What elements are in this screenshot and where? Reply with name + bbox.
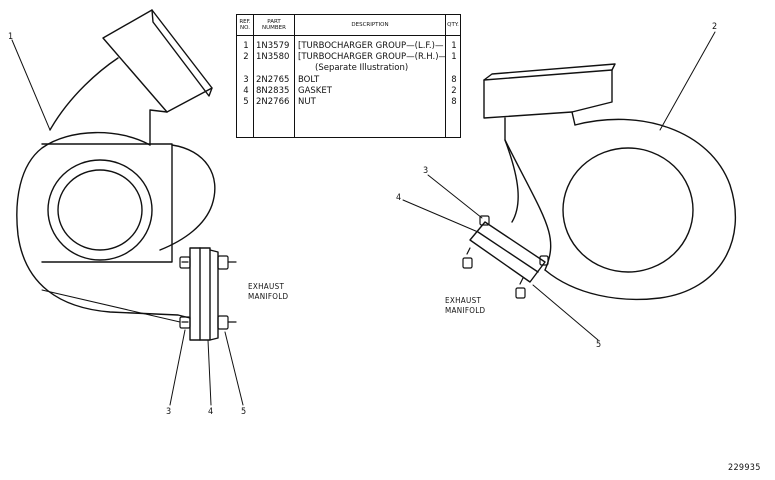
callout-4-left: 4 — [208, 407, 214, 417]
header-description: DESCRIPTION — [295, 15, 445, 36]
left-outlet-flange — [102, 9, 213, 113]
right-leader-lines — [402, 31, 716, 341]
right-bolt-right — [539, 255, 549, 266]
table-row: 3 2N2765 BOLT 8 — [243, 75, 457, 85]
callout-1: 1 — [8, 32, 14, 42]
right-volute-housing — [544, 118, 737, 301]
illustration-number: 229935 — [728, 463, 761, 473]
callout-4-right: 4 — [396, 193, 402, 203]
header-ref-no: REF.NO. — [237, 15, 253, 36]
callout-3-right: 3 — [423, 166, 429, 176]
callout-5-left: 5 — [241, 407, 247, 417]
callout-2: 2 — [712, 22, 718, 32]
right-bolt-top — [479, 215, 490, 226]
exhaust-manifold-label-right: EXHAUST MANIFOLD — [445, 296, 486, 315]
table-row: 2 1N3580 [TURBOCHARGER GROUP—(R.H.)— 1 — [243, 52, 457, 62]
left-nut-bottom — [217, 315, 237, 330]
left-outlet-duct — [49, 57, 119, 131]
left-nut-top — [217, 255, 237, 270]
exhaust-manifold-label-left: EXHAUST MANIFOLD — [248, 282, 289, 301]
table-row: 1 1N3579 [TURBOCHARGER GROUP—(L.F.)— 1 — [243, 41, 457, 51]
table-row: 5 2N2766 NUT 8 — [243, 97, 457, 107]
right-gasket — [477, 231, 539, 273]
table-row: (Separate Illustration) — [315, 63, 409, 73]
left-turbocharger — [16, 9, 237, 341]
left-bolt-top — [179, 256, 191, 269]
right-outlet-duct — [504, 117, 519, 223]
table-row: 4 8N2835 GASKET 2 — [243, 86, 457, 96]
right-turbocharger — [462, 63, 737, 301]
header-qty: QTY. — [446, 15, 460, 36]
right-nut-left — [462, 247, 473, 269]
right-exhaust-flange — [469, 221, 546, 283]
left-wheel-inner-ring — [57, 169, 143, 251]
right-nut-bottom — [515, 277, 526, 299]
left-leader-lines — [11, 39, 244, 406]
left-bolt-bottom — [179, 316, 191, 329]
left-wheel-outer-ring — [47, 159, 153, 261]
left-housing-flange — [41, 143, 173, 263]
callout-5-right: 5 — [596, 340, 602, 350]
left-volute-housing — [16, 131, 216, 319]
callout-3-left: 3 — [166, 407, 172, 417]
right-wheel-ring — [562, 147, 694, 273]
right-outlet-flange — [483, 69, 613, 119]
